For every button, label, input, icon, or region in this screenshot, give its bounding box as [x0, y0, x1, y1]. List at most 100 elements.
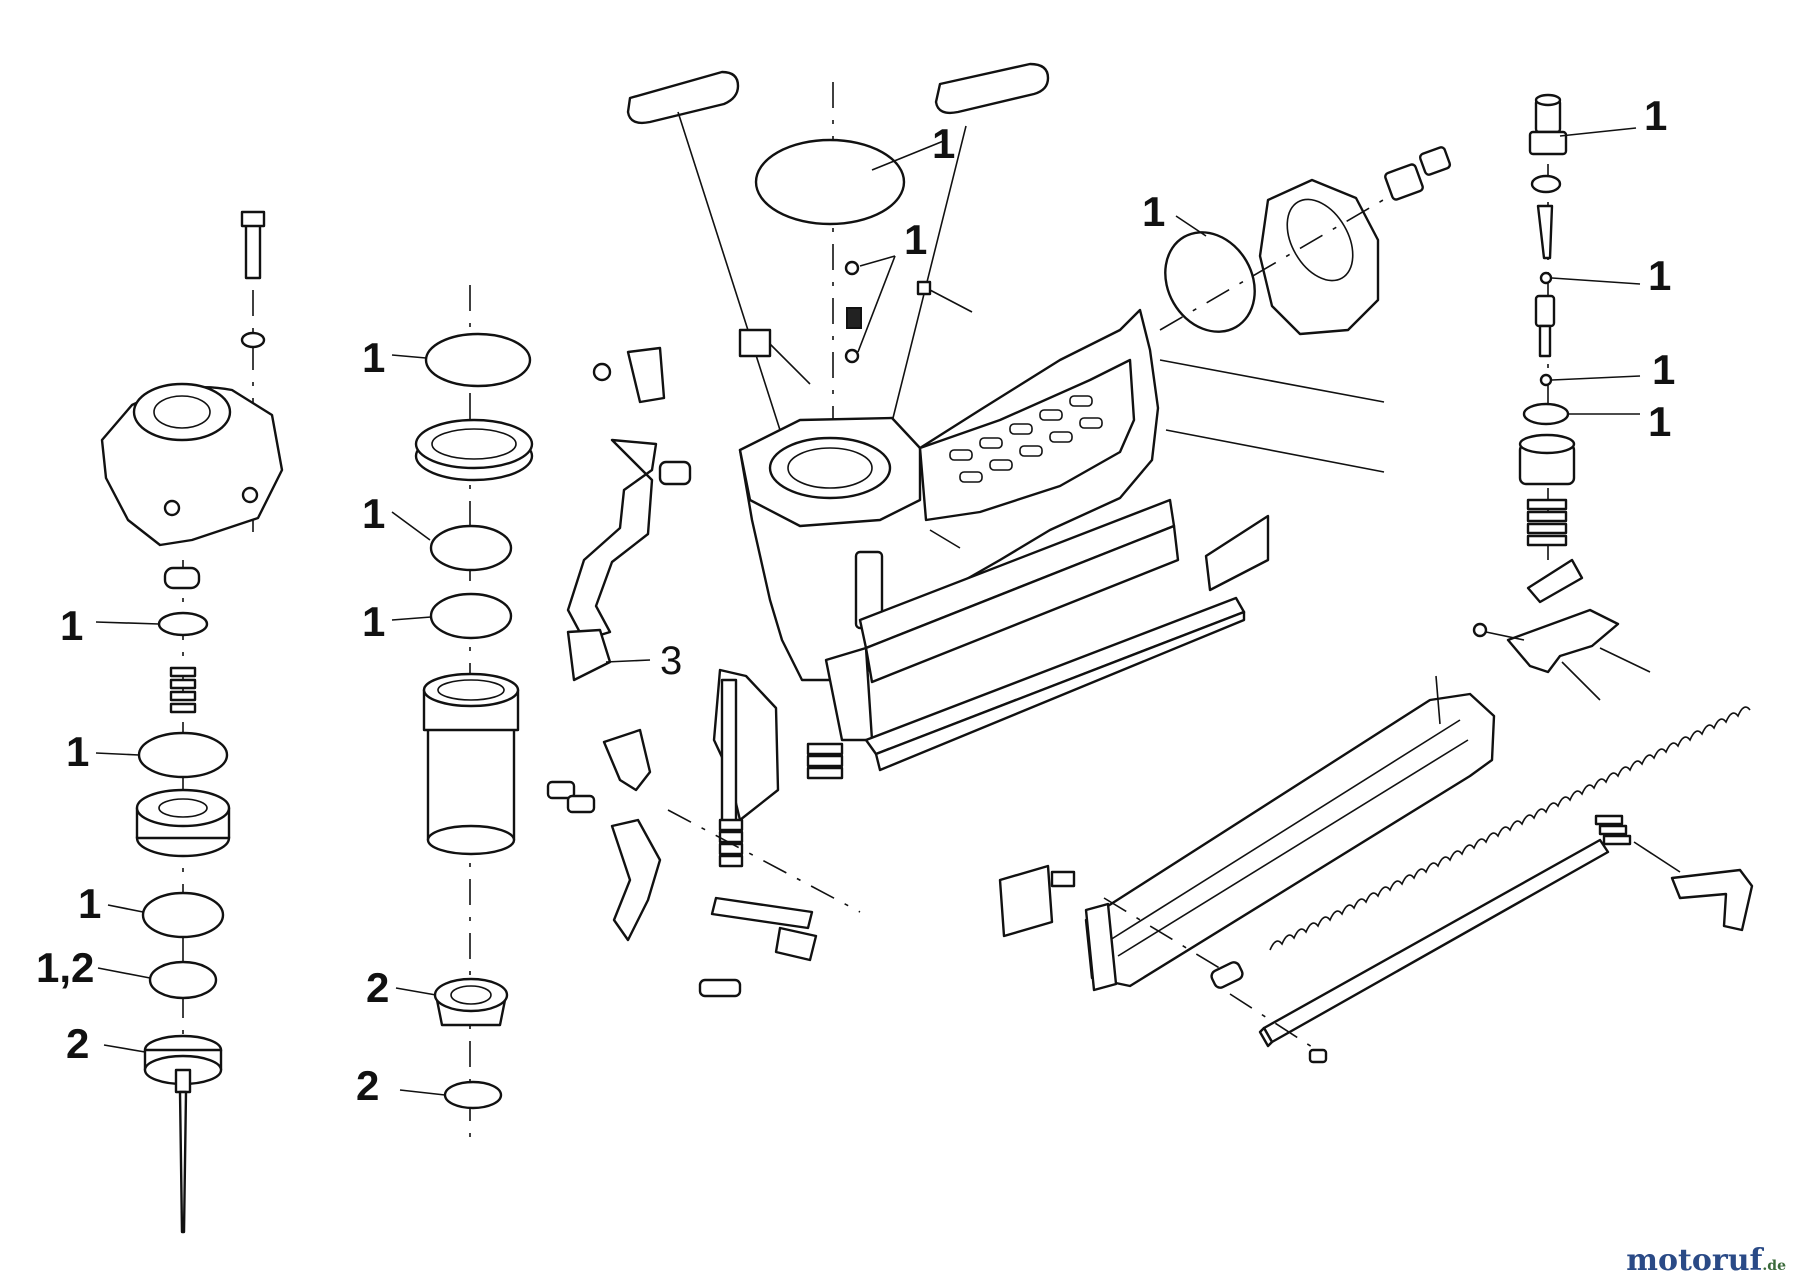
valve-plunger [1534, 294, 1556, 328]
safety-bracket [610, 818, 662, 942]
rear-cap-rim [1286, 198, 1354, 282]
cap-port-inner [153, 395, 211, 429]
leader-line [871, 139, 947, 171]
lever-pin [1599, 647, 1651, 673]
trigger-bracket [626, 346, 666, 404]
leader-line [677, 111, 781, 431]
head-o-ring [754, 138, 906, 226]
o-ring [148, 960, 218, 1000]
callout-label: 1 [1648, 252, 1671, 299]
cylinder-sleeve-bore [437, 679, 505, 701]
watermark-logo: motoruf.de [1626, 1243, 1786, 1278]
leader-line [929, 289, 973, 313]
cap-port [132, 382, 232, 442]
valve-taper [1536, 204, 1554, 260]
callout-label: 1 [1142, 188, 1165, 235]
magazine-slot [1117, 739, 1469, 957]
nose-cover-plate [998, 864, 1054, 938]
pusher-spring [1269, 706, 1751, 951]
release-axis [667, 809, 861, 913]
o-ring [1530, 174, 1562, 194]
callout-label: 1 [1648, 398, 1671, 445]
leader-line [391, 354, 427, 359]
magazine-front [1084, 902, 1118, 992]
lower-bumper-bore [450, 985, 492, 1005]
screw [546, 780, 576, 800]
inlet-fitting [1384, 163, 1424, 201]
trigger-assembly: 3 [566, 346, 692, 683]
pusher [1210, 961, 1244, 989]
nut [592, 362, 612, 382]
rail-end [1258, 1026, 1274, 1048]
screw [566, 794, 596, 814]
cylinder-bore-inner [787, 447, 873, 489]
piston-top [135, 788, 231, 828]
leader-line [859, 255, 896, 267]
magazine-latch [1670, 868, 1754, 932]
head-gasket-group: 1 1 [626, 62, 1050, 431]
guide-spring [718, 818, 744, 868]
rear-tab [1204, 514, 1270, 592]
magazine-release [710, 896, 814, 930]
air-inlet-assembly: 1 [1142, 146, 1452, 473]
valve-stem-top [1534, 93, 1562, 107]
washer [844, 260, 860, 276]
rail-axis [1229, 993, 1327, 1057]
callout-label: 1 [362, 598, 385, 645]
leader-line [1559, 127, 1637, 137]
o-ring [429, 524, 513, 572]
callout-label: 1 [78, 880, 101, 927]
nose-rail [864, 524, 1180, 684]
bottom-plate-lip [874, 610, 1246, 772]
callout-label: 1 [66, 728, 89, 775]
o-ring [429, 592, 513, 640]
safety-link [566, 438, 658, 642]
lower-bumper-top [433, 977, 509, 1013]
rail-screw [1308, 1048, 1328, 1064]
trigger-pin [1485, 631, 1525, 641]
head-gasket-right [934, 62, 1050, 115]
callout-label: 1 [1652, 346, 1675, 393]
leader-line [97, 967, 151, 979]
guide-rail [720, 678, 738, 832]
nose-tip [824, 646, 874, 742]
release-latch [774, 926, 818, 962]
leader-line [395, 987, 437, 996]
cap-screw-washer [240, 331, 266, 349]
o-ring [1522, 402, 1570, 426]
leader-line [391, 616, 432, 621]
housing-screw [916, 280, 932, 296]
leader-line [391, 511, 431, 541]
valve-stem-collar [1528, 130, 1568, 156]
callout-label: 2 [366, 964, 389, 1011]
cylinder-ring-top [414, 418, 534, 470]
leader-line [103, 1044, 146, 1053]
callout-label: 1,2 [36, 944, 94, 991]
o-ring [157, 611, 209, 637]
leader-line [857, 255, 896, 353]
callout-label: 1 [362, 490, 385, 537]
o-ring [424, 332, 532, 388]
trigger-plate [1526, 558, 1584, 604]
housing-pin [1165, 429, 1385, 473]
callout-label: 1 [362, 334, 385, 381]
left-column-assembly: 1 1 1 1,2 2 [36, 210, 284, 1234]
inlet-axis [1159, 195, 1391, 331]
leader-line [929, 529, 961, 549]
o-ring [141, 891, 225, 939]
trigger-pin-head [1472, 622, 1488, 638]
nose-assembly [546, 668, 861, 998]
leader-line [769, 343, 811, 385]
cap-screw-head [240, 210, 266, 228]
trigger-lever [1506, 608, 1620, 674]
cylinder-sleeve-bottom [426, 824, 516, 856]
cover-tab [1050, 870, 1076, 888]
lower-washer [443, 1080, 503, 1110]
magazine-assembly [998, 675, 1754, 1064]
pivot-pin [658, 460, 692, 486]
valve-spring [1526, 498, 1568, 547]
valve-rod [1538, 324, 1552, 358]
o-ring-small [1539, 373, 1553, 387]
cylinder-sleeve-rim [422, 672, 520, 708]
